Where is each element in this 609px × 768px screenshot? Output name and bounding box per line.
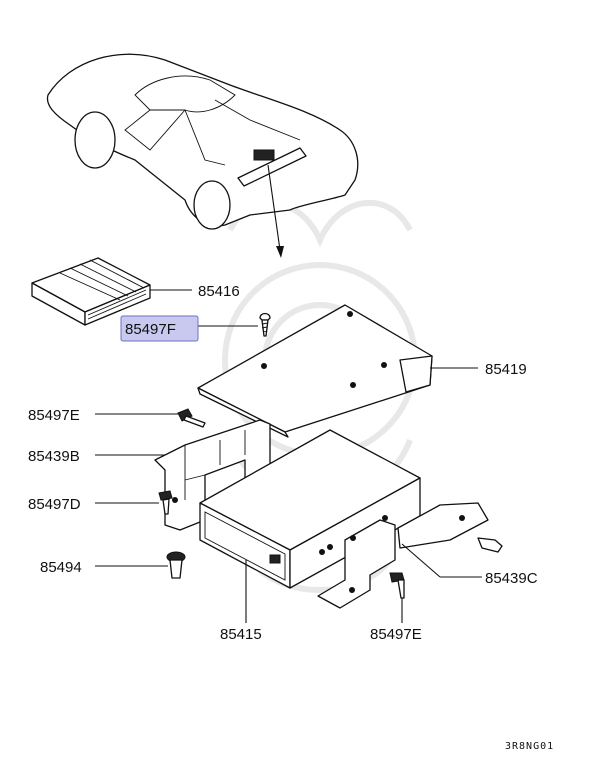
diagram-code: 3R8NG01 bbox=[505, 741, 554, 752]
label-85497E-bottom[interactable]: 85497E bbox=[370, 626, 422, 643]
label-85439C[interactable]: 85439C bbox=[485, 570, 538, 587]
label-85497D[interactable]: 85497D bbox=[28, 496, 81, 513]
car-illustration bbox=[46, 53, 359, 258]
part-85439B-shape bbox=[154, 419, 271, 531]
label-85419[interactable]: 85419 bbox=[485, 361, 527, 378]
part-85497E-left-shape bbox=[177, 408, 206, 428]
part-85494-shape bbox=[166, 551, 186, 579]
part-85415-shape bbox=[199, 429, 421, 589]
leader-lines bbox=[95, 289, 482, 623]
label-85494[interactable]: 85494 bbox=[40, 559, 82, 576]
part-85497E-bottom-shape bbox=[389, 572, 405, 599]
part-85439C-shape bbox=[317, 502, 503, 609]
part-85497F-shape bbox=[259, 312, 271, 337]
label-85497E-left[interactable]: 85497E bbox=[28, 407, 80, 424]
label-85439B[interactable]: 85439B bbox=[28, 448, 80, 465]
highlight-85497F bbox=[120, 315, 199, 342]
part-85497D-shape bbox=[158, 490, 173, 515]
part-85416-shape bbox=[31, 257, 151, 326]
label-85415[interactable]: 85415 bbox=[220, 626, 262, 643]
label-85416[interactable]: 85416 bbox=[198, 283, 240, 300]
label-85497F[interactable]: 85497F bbox=[125, 321, 176, 338]
